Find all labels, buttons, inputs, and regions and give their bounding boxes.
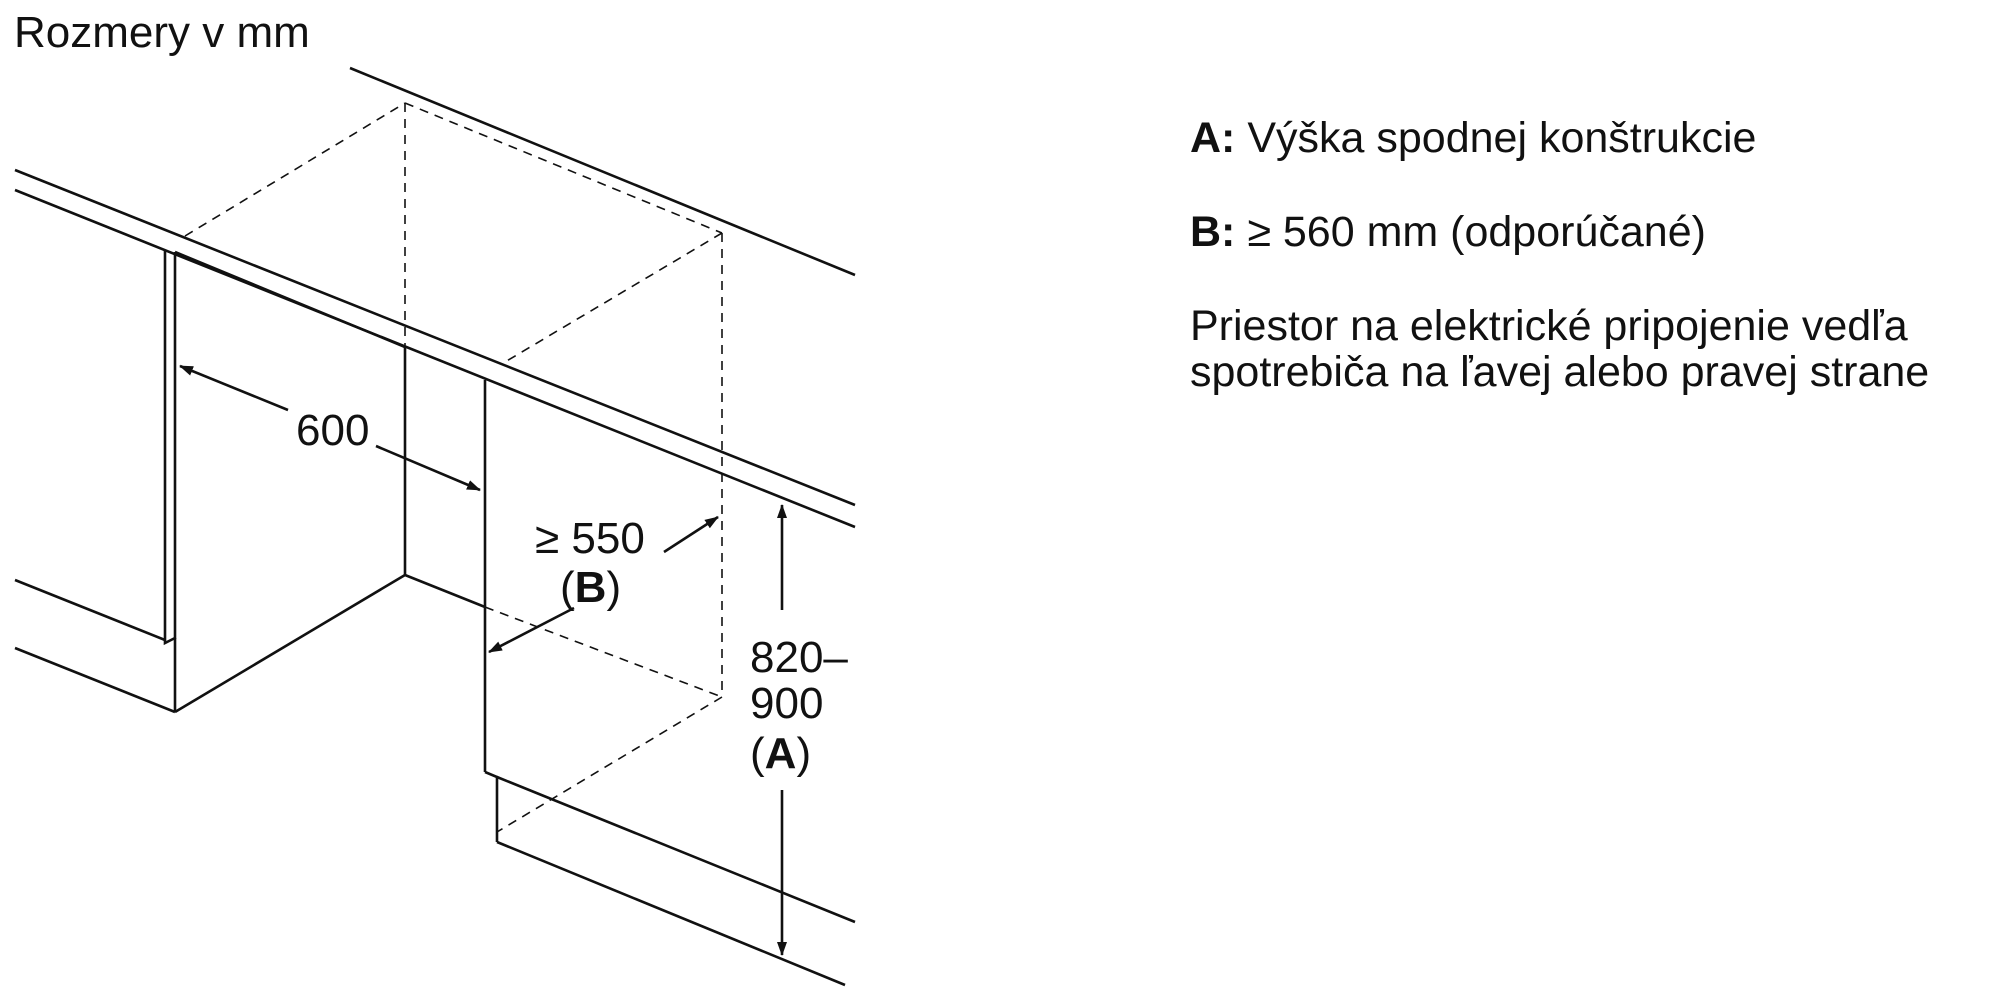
worktop-top-edge [14, 168, 856, 507]
worktop-front-edge [14, 188, 856, 529]
legend-key-b: B: [1190, 208, 1236, 256]
left-cabinet-front-top [174, 250, 406, 349]
left-cabinet-plinth [14, 646, 176, 714]
legend-row-a: A: Výška spodnej konštrukcie [1190, 115, 1990, 161]
appliance-volume [184, 102, 723, 833]
niche-floor-left [174, 573, 406, 714]
dimension-height-label-1: 820– [750, 633, 848, 682]
dimension-550-line-top [663, 515, 719, 554]
dimension-600-label: 600 [296, 406, 369, 455]
dimension-550-key: (B) [560, 563, 621, 612]
diagram-title: Rozmery v mm [14, 8, 310, 57]
wall-top-line [349, 66, 856, 277]
legend: A: Výška spodnej konštrukcie B: ≥ 560 mm… [1190, 115, 1990, 395]
dimension-550-label: ≥ 550 [535, 514, 645, 563]
dimension-550-line-bottom [488, 606, 575, 654]
legend-text-a: Výška spodnej konštrukcie [1247, 114, 1757, 162]
legend-text-b: ≥ 560 mm (odporúčané) [1247, 208, 1706, 256]
dimension-height-label-2: 900 [750, 679, 823, 728]
legend-note: Priestor na elektrické pripojenie vedľa … [1190, 302, 1930, 396]
right-cabinet-plinth [484, 770, 499, 842]
dimension-600-line-left [179, 364, 289, 412]
left-cabinet-bottom [14, 578, 166, 642]
niche-floor-front [404, 573, 486, 609]
legend-key-a: A: [1190, 114, 1236, 162]
legend-row-b: B: ≥ 560 mm (odporúčané) [1190, 209, 1990, 255]
right-cabinet-bottom-edge [496, 775, 856, 924]
dimension-600-line-right [375, 444, 481, 492]
floor-line [496, 840, 846, 987]
dimension-height-key: (A) [750, 729, 811, 778]
left-cabinet-side [163, 250, 177, 646]
